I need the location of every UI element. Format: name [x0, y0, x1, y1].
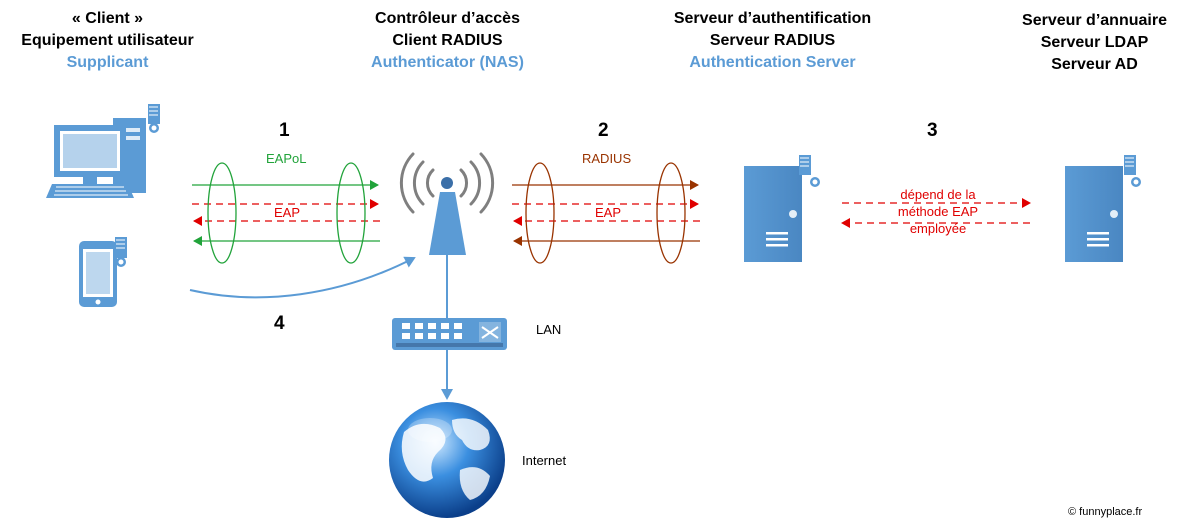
nas-role: Authenticator (NAS) [371, 54, 524, 71]
client-role: Supplicant [66, 54, 149, 71]
eapol-tunnel-ring-right [336, 162, 366, 264]
eapol-tunnel-ring-left [207, 162, 237, 264]
client-subtitle: Equipement utilisateur [21, 32, 194, 49]
directory-link [841, 198, 1031, 228]
internet-label: Internet [522, 453, 567, 468]
step-3-number: 3 [927, 120, 938, 141]
radius-label: RADIUS [582, 151, 632, 166]
directory-subtitle-2: Serveur AD [1051, 56, 1138, 73]
globe-icon [389, 402, 505, 518]
lan-label: LAN [536, 322, 562, 337]
eap-method-note-line1: dépend de la [900, 187, 976, 202]
directory-header: Serveur d’annuaire Serveur LDAP Serveur … [1012, 10, 1177, 76]
radius-link [512, 162, 700, 264]
eapol-label: EAPoL [266, 151, 307, 166]
eap-method-note-line2: méthode EAP [897, 204, 979, 219]
access-point-icon [399, 152, 495, 255]
nas-header: Contrôleur d’accès Client RADIUS Authent… [345, 8, 550, 74]
directory-server-icon [1065, 155, 1141, 262]
eap-method-note-line3: employée [909, 221, 967, 236]
auth-server-role: Authentication Server [689, 54, 856, 71]
eap-method-note: dépend de la méthode EAP employée [868, 186, 1008, 237]
directory-title: Serveur d’annuaire [1022, 12, 1167, 29]
directory-subtitle: Serveur LDAP [1040, 34, 1149, 51]
client-title: « Client » [71, 10, 144, 27]
network-switch-icon [392, 318, 507, 350]
eap-label-left: EAP [274, 205, 301, 220]
auth-server-title: Serveur d’authentification [673, 10, 872, 27]
auth-server-subtitle: Serveur RADIUS [709, 32, 836, 49]
client-header: « Client » Equipement utilisateur Suppli… [10, 8, 205, 74]
desktop-computer-icon [46, 104, 160, 198]
step-1-number: 1 [279, 120, 290, 141]
copyright-text: © funnyplace.fr [1068, 506, 1143, 518]
authentication-server-icon [744, 155, 820, 262]
nas-title: Contrôleur d’accès [375, 10, 520, 27]
nas-subtitle: Client RADIUS [392, 32, 503, 49]
radius-tunnel-ring-left [525, 162, 555, 264]
step-4-number: 4 [274, 313, 285, 334]
network-access-arrow [189, 256, 416, 299]
eapol-link [192, 162, 380, 264]
eap-label-right: EAP [595, 205, 622, 220]
radius-tunnel-ring-right [656, 162, 686, 264]
smartphone-icon [79, 237, 127, 307]
auth-server-header: Serveur d’authentification Serveur RADIU… [650, 8, 895, 74]
step-2-number: 2 [598, 120, 609, 141]
